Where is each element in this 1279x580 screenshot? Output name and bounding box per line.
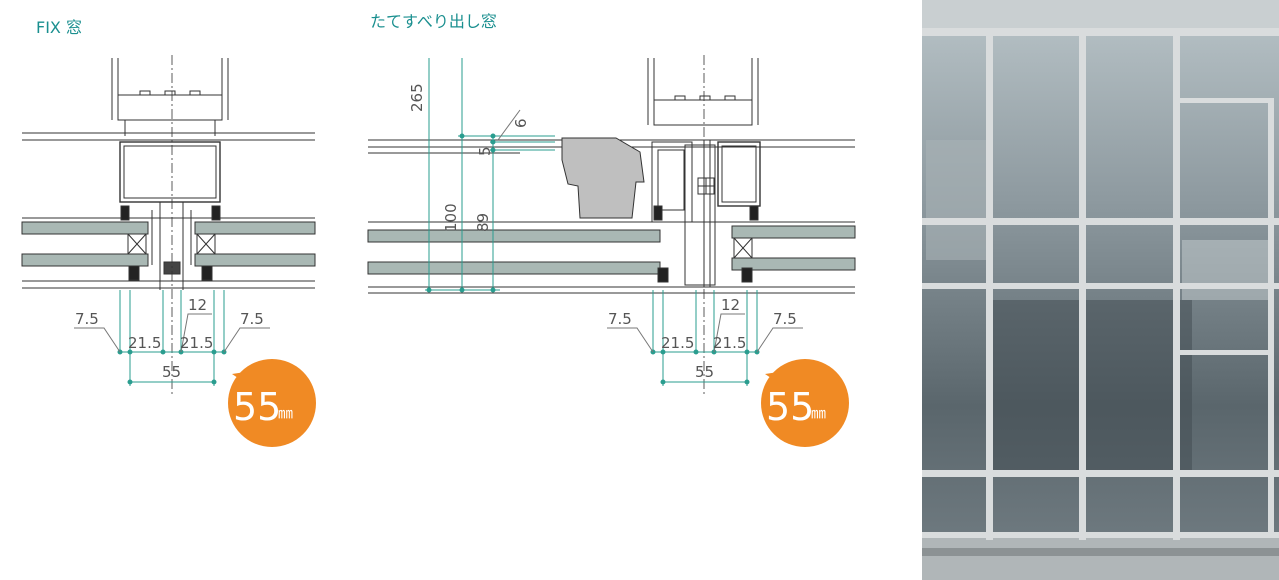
slide-dim-12: 12 xyxy=(721,296,740,314)
slide-badge-value: 55 xyxy=(766,385,814,429)
slide-dim-89: 89 xyxy=(474,213,492,232)
fix-dim-7-5-left: 7.5 xyxy=(75,310,99,328)
slide-dim-100: 100 xyxy=(442,203,460,232)
slide-window-title: たてすべり出し窓 xyxy=(370,12,497,31)
fix-width-badge: 55 ㎜ xyxy=(228,359,316,447)
fix-dim-12: 12 xyxy=(188,296,207,314)
slide-dim-7-5-left: 7.5 xyxy=(608,310,632,328)
slide-dim-21-5-right: 21.5 xyxy=(713,334,746,352)
fix-dim-7-5-right: 7.5 xyxy=(240,310,264,328)
fix-badge-value: 55 xyxy=(233,385,281,429)
slide-dim-21-5-left: 21.5 xyxy=(661,334,694,352)
slide-badge-unit: ㎜ xyxy=(811,404,826,422)
slide-width-badge: 55 ㎜ xyxy=(761,359,849,447)
slide-dim-6: 6 xyxy=(512,118,530,128)
slide-dim-55: 55 xyxy=(695,363,714,381)
fix-dim-21-5-left: 21.5 xyxy=(128,334,161,352)
slide-dim-265: 265 xyxy=(408,83,426,112)
slide-window-section-drawing: 265 6 5 100 89 7.5 12 7.5 21.5 21.5 55 5… xyxy=(367,55,856,447)
fix-window-title: FIX 窓 xyxy=(36,18,82,37)
slide-dim-5: 5 xyxy=(476,146,494,156)
fix-window-section-drawing: 7.5 12 7.5 21.5 21.5 55 55 ㎜ xyxy=(21,55,316,447)
fix-badge-unit: ㎜ xyxy=(278,404,293,422)
curtain-wall-facade-photo xyxy=(922,0,1279,580)
slide-dim-7-5-right: 7.5 xyxy=(773,310,797,328)
fix-dim-55: 55 xyxy=(162,363,181,381)
fix-dim-21-5-right: 21.5 xyxy=(180,334,213,352)
